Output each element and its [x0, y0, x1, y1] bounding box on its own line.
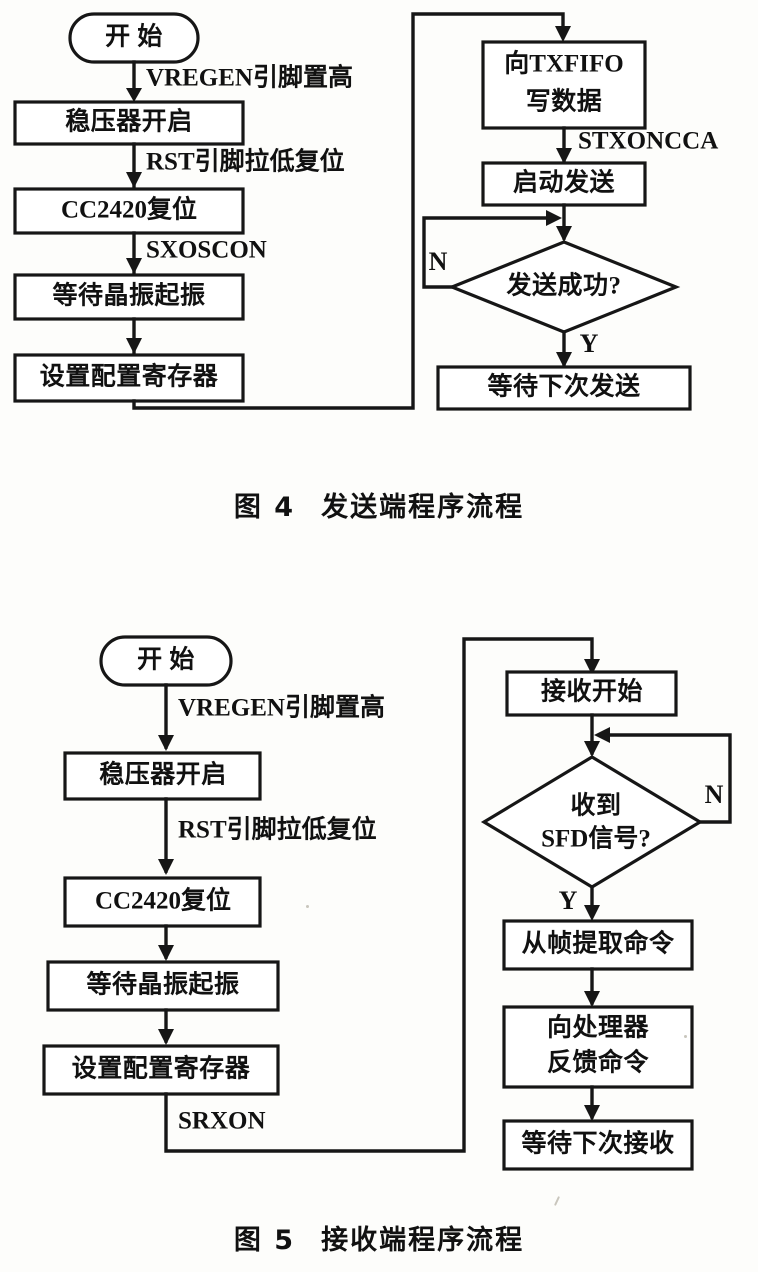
f5-conn-no-loop: [602, 733, 732, 824]
f5-box-wait-xosc-label: 等待晶振起振: [86, 970, 239, 999]
f5-arrow-9: [584, 991, 600, 1007]
f4-conn-cfg-to-txfifo: [132, 12, 565, 410]
f4-arrow-1: [126, 88, 142, 102]
f5-arrow-7: [594, 727, 610, 743]
f4-branch-label-yes: Y: [580, 329, 599, 358]
f5-decision-sfd-line2: SFD信号?: [541, 825, 651, 853]
f5-box-wait-next-receive-label: 等待下次接收: [521, 1129, 674, 1158]
f5-arrow-4: [158, 1029, 174, 1045]
scan-speck: [553, 1196, 561, 1206]
f4-arrow-7: [556, 226, 572, 242]
f4-box-start-transmit: [481, 161, 647, 207]
f5-box-wait-xosc: [46, 960, 280, 1012]
scan-speck: [306, 905, 309, 908]
f4-box-set-registers: [13, 353, 245, 403]
f5-edge-label-rst: RST引脚拉低复位: [178, 815, 377, 844]
f5-box-wait-next-receive: [502, 1119, 694, 1171]
f5-box-feedback-line1: 向处理器: [547, 1013, 650, 1042]
f5-box-set-registers-label: 设置配置寄存器: [72, 1054, 251, 1083]
f5-box-feedback-command: [502, 1005, 694, 1089]
f4-start-label: 开 始: [105, 23, 163, 51]
f4-box-cc2420-reset: [13, 187, 245, 235]
f4-box-wait-xosc-label: 等待晶振起振: [52, 281, 205, 310]
f4-box-write-txfifo-line1: 向TXFIFO: [504, 49, 623, 78]
f5-decision-sfd-received: [480, 755, 704, 889]
f4-arrow-5: [555, 26, 571, 42]
f4-arrow-9: [556, 352, 572, 368]
f4-arrow-3: [126, 258, 142, 274]
f5-arrow-5: [584, 659, 600, 675]
f5-arrow-10: [584, 1105, 600, 1121]
f4-decision-transmit-success-label: 发送成功?: [505, 271, 621, 300]
f5-box-extract-command: [502, 919, 694, 971]
scan-speck: [684, 1035, 687, 1038]
f4-arrow-6: [556, 148, 572, 164]
figure-5-caption-number: 图 5: [233, 1225, 296, 1256]
f5-box-rx-start: [505, 670, 678, 717]
f5-arrow-1: [158, 735, 174, 751]
f4-box-cc2420-reset-label: CC2420复位: [61, 195, 197, 224]
f4-box-regulator-on-label: 稳压器开启: [65, 107, 193, 136]
f5-arrow-2: [158, 859, 174, 875]
f5-box-feedback-line2: 反馈命令: [547, 1048, 650, 1077]
f5-arrow-3: [158, 945, 174, 961]
f5-box-cc2420-reset-label: CC2420复位: [95, 886, 231, 915]
f5-branch-label-yes: Y: [559, 886, 578, 915]
f4-box-write-txfifo-line2: 写数据: [526, 88, 603, 116]
figure-5-flowchart: 开 始 VREGEN引脚置高 稳压器开启 RST引脚拉低复位 CC2420复位 …: [42, 635, 732, 1171]
f5-arrow-8: [584, 905, 600, 921]
f4-arrow-4: [126, 338, 142, 354]
f5-box-regulator-on-label: 稳压器开启: [99, 760, 227, 789]
f4-arrow-2: [126, 172, 142, 188]
f5-start-label: 开 始: [137, 646, 195, 674]
f4-edge-label-vregen: VREGEN引脚置高: [146, 63, 353, 92]
f4-conn-no-loop: [422, 216, 554, 289]
f5-box-cc2420-reset: [63, 876, 262, 928]
figure-4-caption-number: 图 4: [233, 492, 296, 523]
f5-box-rx-start-label: 接收开始: [541, 678, 643, 706]
f4-edge-label-stxonccca: STXONCCA: [578, 128, 718, 155]
f4-edge-label-sxoscon: SXOSCON: [146, 237, 267, 264]
f5-edge-label-vregen: VREGEN引脚置高: [178, 693, 385, 722]
f5-conn-cfg-to-rx-start: [164, 637, 594, 1153]
f4-box-wait-xosc: [13, 273, 245, 321]
figure-5-caption-title: 接收端程序流程: [321, 1225, 525, 1256]
figure-4-caption-title: 发送端程序流程: [321, 492, 525, 523]
f5-box-set-registers: [42, 1044, 280, 1096]
f4-box-wait-next-transmit: [436, 365, 692, 411]
f4-box-regulator-on: [13, 100, 245, 146]
figure-4-caption: 图 4 发送端程序流程: [0, 485, 758, 524]
f5-box-extract-command-label: 从帧提取命令: [521, 929, 675, 958]
f4-box-wait-next-transmit-label: 等待下次发送: [487, 372, 640, 401]
f4-box-start-transmit-label: 启动发送: [513, 168, 615, 197]
f4-arrow-8: [546, 210, 562, 226]
f4-box-set-registers-label: 设置配置寄存器: [40, 362, 219, 391]
figure-4-flowchart: 开 始 VREGEN引脚置高 稳压器开启 RST引脚拉低复位 CC2420复位 …: [13, 12, 718, 411]
f5-branch-label-no: N: [705, 780, 724, 809]
figure-5-caption: 图 5 接收端程序流程: [0, 1218, 758, 1257]
f4-edge-label-rst: RST引脚拉低复位: [146, 147, 345, 176]
f5-decision-sfd-line1: 收到: [570, 792, 621, 820]
f5-box-regulator-on: [63, 751, 262, 801]
f5-arrow-6: [584, 741, 600, 757]
f4-branch-label-no: N: [429, 247, 448, 276]
f5-edge-label-srxon: SRXON: [178, 1108, 266, 1135]
